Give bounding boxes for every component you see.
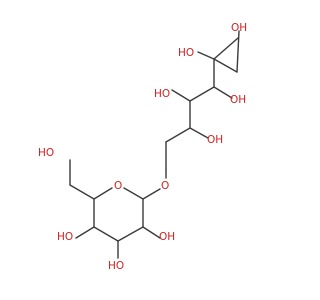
- bond-ring-c1-o: [123, 187, 144, 200]
- bond-ring-c3-c2: [117, 226, 144, 242]
- label-ring-c3-ho: HO: [108, 260, 124, 272]
- bond-c2-oh: [189, 127, 209, 139]
- bond-o-ring-c1: [142, 188, 161, 200]
- label-ring-c4-ho: HO: [57, 231, 73, 243]
- bond-oh-top: [236, 30, 240, 73]
- bond-c5-ch2: [69, 184, 95, 200]
- bond-chain-5: [165, 127, 191, 143]
- bond-skeleton: [69, 30, 240, 259]
- bond-c4-oh: [213, 86, 233, 99]
- label-ether-o: O: [161, 180, 169, 192]
- bond-ring-o-c5: [93, 187, 113, 200]
- label-ring-c2-oh: OH: [159, 231, 175, 243]
- label-c4-oh: OH: [230, 94, 246, 106]
- bond-chain-3: [189, 86, 215, 102]
- bond-c2-oh-ring: [142, 226, 161, 239]
- molecule-structure-diagram: OH HO OH HO OH O O HO HO OH HO: [38, 22, 247, 272]
- bond-ring-c4-c3: [93, 226, 119, 242]
- bond-top-ch2oh: [213, 37, 239, 60]
- label-c5-oh: HO: [178, 47, 194, 59]
- label-c3-oh: HO: [154, 88, 170, 100]
- atom-labels: OH HO OH HO OH O O HO HO OH HO: [38, 22, 247, 272]
- bond-c3-oh: [171, 89, 191, 102]
- bond-chain-2: [213, 58, 238, 73]
- label-ring-o: O: [114, 180, 122, 192]
- label-top-oh: OH: [231, 22, 247, 34]
- bond-c4-oh-ring: [75, 226, 95, 239]
- label-c2-oh: OH: [207, 134, 223, 146]
- label-ch2oh-ho: HO: [38, 147, 54, 159]
- bond-c5-oh: [197, 51, 215, 60]
